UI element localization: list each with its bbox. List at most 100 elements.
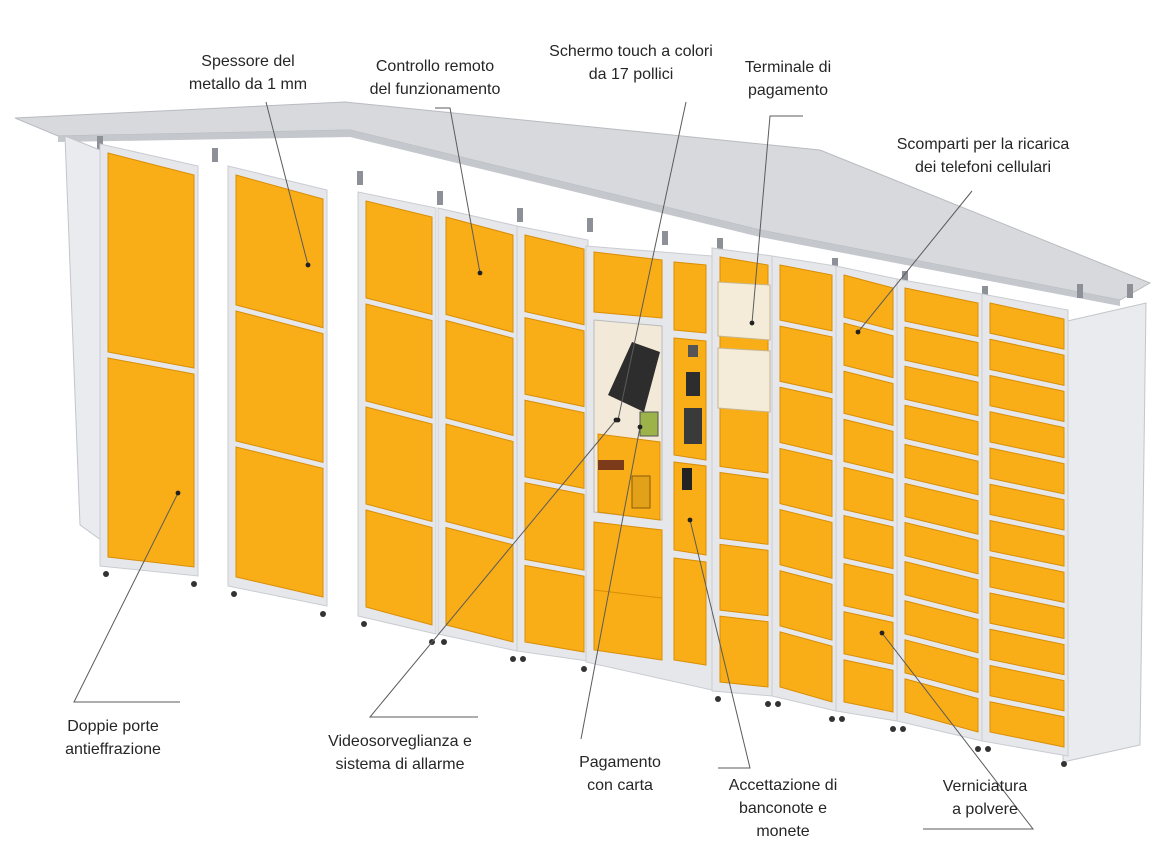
leader-double-doors-dot xyxy=(175,490,181,496)
locker-door-4-3 xyxy=(524,482,585,571)
locker-door-2-0 xyxy=(365,200,433,316)
roof-support-7 xyxy=(717,238,723,252)
kiosk-lower-door-a xyxy=(593,521,663,661)
leader-metal-thickness xyxy=(265,101,309,266)
locker-door-8-10 xyxy=(904,678,979,733)
leader-phone-charging-dot xyxy=(855,329,861,335)
kiosk-door-split xyxy=(593,589,663,599)
roof-support-3 xyxy=(437,191,443,205)
roof-support-9 xyxy=(902,271,908,285)
label-video-surveillance: Videosorveglianza e sistema di allarme xyxy=(328,733,472,773)
locker-door-8-2 xyxy=(904,365,979,417)
locker-door-7-2 xyxy=(843,370,894,426)
roof-support-6 xyxy=(662,231,668,245)
locker-door-1-1 xyxy=(235,310,324,463)
roof-support-0 xyxy=(97,136,103,150)
canopy-roof xyxy=(14,101,1152,306)
locker-door-8-7 xyxy=(904,560,979,615)
locker-door-3-2 xyxy=(445,423,514,540)
label-phone-charging: Scomparti per la ricarica dei telefoni c… xyxy=(896,136,1070,176)
leader-banknote-acceptance-dot xyxy=(687,517,693,523)
locker-foot-5-b xyxy=(765,701,771,707)
locker-door-7-6 xyxy=(843,563,894,618)
card-reader-icon xyxy=(639,411,659,437)
cash-slot-icon xyxy=(686,372,700,396)
locker-foot-3-b xyxy=(510,656,516,662)
locker-foot-3-a xyxy=(441,639,447,645)
locker-door-9-9 xyxy=(989,628,1065,676)
label-metal-thickness: Spessore del metallo da 1 mm xyxy=(188,53,308,93)
roof-support-1 xyxy=(212,148,218,162)
locker-door-9-10 xyxy=(989,664,1065,712)
label-banknote-acceptance: Accettazione di banconote e monete xyxy=(728,777,838,840)
locker-door-4-2 xyxy=(524,399,585,490)
kiosk-lower-door-b xyxy=(673,557,707,666)
locker-door-9-1 xyxy=(989,338,1065,386)
banknote-slot-icon xyxy=(682,468,692,490)
locker-door-2-1 xyxy=(365,303,433,419)
label-remote-control: Controllo remoto del funzionamento xyxy=(369,58,501,98)
locker-door-0-0 xyxy=(107,152,195,369)
locker-modules xyxy=(64,135,1147,767)
leader-metal-thickness-dot xyxy=(305,262,311,268)
kiosk-console xyxy=(597,433,661,521)
locker-foot-6-b xyxy=(829,716,835,722)
locker-door-8-0 xyxy=(904,287,979,338)
roof-support-11 xyxy=(1077,284,1083,298)
locker-door-9-4 xyxy=(989,447,1065,495)
locker-door-8-4 xyxy=(904,443,979,496)
locker-foot-8-b xyxy=(975,746,981,752)
locker-foot-6-a xyxy=(775,701,781,707)
locker-door-9-6 xyxy=(989,519,1065,567)
locker-door-2-2 xyxy=(365,406,433,523)
locker-door-7-3 xyxy=(843,418,894,474)
locker-foot-2-a xyxy=(361,621,367,627)
roof-support-2 xyxy=(357,171,363,185)
locker-door-6-3 xyxy=(779,447,833,518)
locker-door-6-0 xyxy=(779,264,833,332)
coin-slot-icon xyxy=(684,408,702,444)
locker-door-7-8 xyxy=(843,659,894,713)
locker-door-6-4 xyxy=(779,508,833,579)
leader-video-surveillance-dot xyxy=(613,417,619,423)
locker-foot-0-a xyxy=(103,571,109,577)
leader-powder-coating xyxy=(881,632,1035,830)
leader-card-payment xyxy=(580,426,641,740)
label-card-payment: Pagamento con carta xyxy=(579,754,661,794)
locker-foot-0-b xyxy=(191,581,197,587)
locker-door-4-4 xyxy=(524,564,585,653)
locker-door-9-5 xyxy=(989,483,1065,531)
locker-door-2-3 xyxy=(365,509,433,626)
locker-door-8-1 xyxy=(904,326,979,377)
kiosk-small-door xyxy=(673,261,707,334)
card-terminal-icon xyxy=(631,475,651,509)
leader-touch-screen xyxy=(617,101,687,421)
payment-terminal-box-b xyxy=(717,347,771,413)
locker-foot-1-a xyxy=(231,591,237,597)
locker-foot-9-b xyxy=(1061,761,1067,767)
locker-foot-9-a xyxy=(985,746,991,752)
locker-door-7-7 xyxy=(843,611,894,665)
touchscreen-icon xyxy=(608,342,660,412)
locker-foot-1-b xyxy=(320,611,326,617)
locker-door-6-6 xyxy=(779,631,833,703)
leader-double-doors xyxy=(73,492,180,703)
locker-door-1-0 xyxy=(235,174,324,329)
leader-remote-control xyxy=(435,107,481,274)
locker-door-8-6 xyxy=(904,521,979,575)
receipt-slot-icon xyxy=(598,460,624,470)
locker-door-7-0 xyxy=(843,274,894,331)
locker-door-4-0 xyxy=(524,234,585,326)
locker-foot-4-b xyxy=(581,666,587,672)
label-powder-coating: Verniciatura a polvere xyxy=(942,778,1028,818)
label-payment-terminal: Terminale di pagamento xyxy=(744,59,832,99)
leader-powder-coating-dot xyxy=(879,630,885,636)
locker-foot-7-a xyxy=(839,716,845,722)
locker-foot-7-b xyxy=(890,726,896,732)
locker-door-9-2 xyxy=(989,374,1065,423)
payment-terminal-box-a xyxy=(717,281,771,341)
locker-door-9-11 xyxy=(989,701,1065,748)
locker-foot-4-a xyxy=(520,656,526,662)
